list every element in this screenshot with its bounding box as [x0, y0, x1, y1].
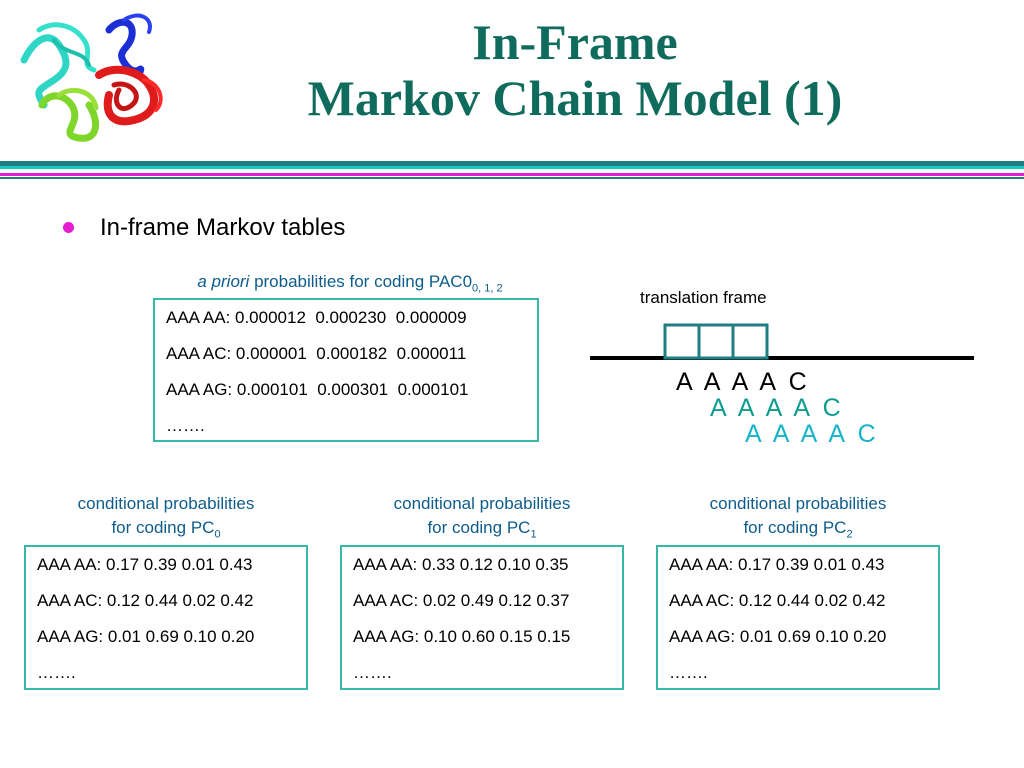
- title-line-1: In-Frame: [472, 14, 678, 70]
- conditional-caption-0: conditional probabilities for coding PC0: [36, 492, 296, 546]
- bullet-text: In-frame Markov tables: [100, 214, 346, 241]
- table-row: AAA AG: 0.10 0.60 0.15 0.15: [353, 627, 571, 646]
- frame-codon-box-3: [731, 323, 769, 360]
- table-row: AAA AA: 0.000012 0.000230 0.000009: [166, 308, 467, 327]
- conditional-caption-line2: for coding PC0: [111, 518, 221, 541]
- conditional-caption-2: conditional probabilities for coding PC2: [668, 492, 928, 546]
- prior-caption: a priori probabilities for coding PAC00,…: [120, 272, 580, 294]
- conditional-table-0: AAA AA: 0.17 0.39 0.01 0.43 AAA AC: 0.12…: [24, 545, 308, 690]
- prior-caption-italic: a priori: [197, 272, 250, 291]
- table-row: AAA AA: 0.17 0.39 0.01 0.43: [669, 555, 885, 574]
- prior-table: AAA AA: 0.000012 0.000230 0.000009 AAA A…: [153, 298, 539, 442]
- page-title: In-Frame Markov Chain Model (1): [170, 14, 980, 126]
- frame-codon-box-2: [697, 323, 735, 360]
- sequence-frame-1: A A A A C: [676, 368, 807, 396]
- sequence-frame-2: A A A A C: [710, 394, 841, 422]
- table-row: …….: [669, 663, 708, 682]
- table-row: AAA AC: 0.000001 0.000182 0.000011: [166, 344, 467, 363]
- table-row: …….: [166, 416, 205, 435]
- table-row: AAA AA: 0.17 0.39 0.01 0.43: [37, 555, 253, 574]
- conditional-caption-line1: conditional probabilities: [709, 494, 887, 513]
- frame-codon-box-1: [663, 323, 701, 360]
- table-row: AAA AC: 0.12 0.44 0.02 0.42: [669, 591, 886, 610]
- bullet-dot: [63, 222, 74, 233]
- table-row: AAA AC: 0.12 0.44 0.02 0.42: [37, 591, 254, 610]
- divider-magenta: [0, 173, 1024, 176]
- table-row: AAA AC: 0.02 0.49 0.12 0.37: [353, 591, 570, 610]
- prior-caption-main: probabilities for coding PAC0: [249, 272, 473, 291]
- conditional-caption-line1: conditional probabilities: [77, 494, 255, 513]
- divider-cyan: [0, 166, 1024, 169]
- table-row: …….: [353, 663, 392, 682]
- divider-teal-bottom: [0, 177, 1024, 179]
- conditional-caption-line2: for coding PC2: [743, 518, 853, 541]
- table-row: AAA AG: 0.000101 0.000301 0.000101: [166, 380, 469, 399]
- conditional-caption-line1: conditional probabilities: [393, 494, 571, 513]
- table-row: …….: [37, 663, 76, 682]
- table-row: AAA AG: 0.01 0.69 0.10 0.20: [669, 627, 887, 646]
- divider-teal-top: [0, 161, 1024, 166]
- translation-frame-label: translation frame: [640, 288, 767, 307]
- table-row: AAA AA: 0.33 0.12 0.10 0.35: [353, 555, 569, 574]
- translation-frame-diagram: [590, 323, 974, 360]
- conditional-caption-1: conditional probabilities for coding PC1: [352, 492, 612, 546]
- conditional-caption-line2: for coding PC1: [427, 518, 537, 541]
- conditional-table-1: AAA AA: 0.33 0.12 0.10 0.35 AAA AC: 0.02…: [340, 545, 624, 690]
- prior-caption-sub: 0, 1, 2: [472, 282, 503, 295]
- protein-structure-image: [20, 13, 163, 142]
- sequence-frame-3: A A A A C: [745, 420, 876, 448]
- table-row: AAA AG: 0.01 0.69 0.10 0.20: [37, 627, 255, 646]
- conditional-table-2: AAA AA: 0.17 0.39 0.01 0.43 AAA AC: 0.12…: [656, 545, 940, 690]
- title-line-2: Markov Chain Model (1): [307, 70, 843, 126]
